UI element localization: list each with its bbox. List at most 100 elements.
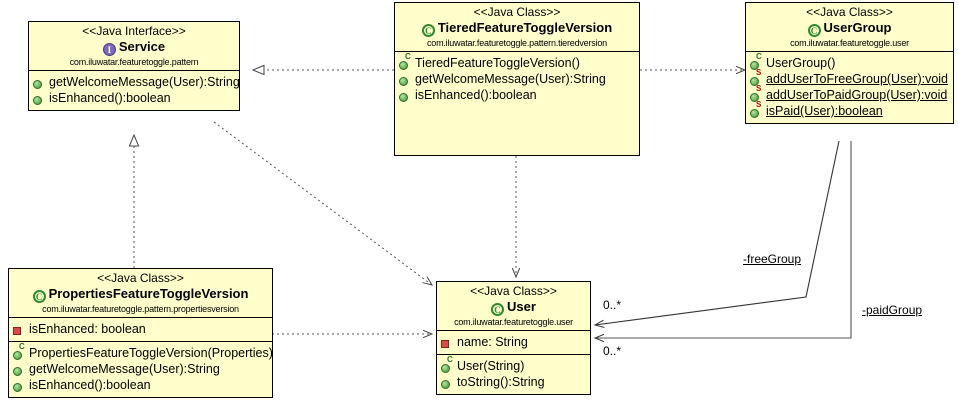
method-row[interactable]: isEnhanced():boolean (399, 87, 635, 103)
field-row[interactable]: name: String (441, 334, 586, 350)
method-icon (13, 366, 22, 376)
method-label: User(String) (457, 359, 525, 374)
edge-label-multiplicity-paid: 0..* (603, 344, 622, 358)
constructor-badge: C (405, 51, 411, 61)
method-icon-wrap (33, 76, 47, 89)
method-label: isEnhanced():boolean (415, 88, 537, 103)
method-label: isPaid(User):boolean (766, 104, 883, 119)
class-stereotype: <<Java Class>> (806, 5, 893, 19)
edge-usergroup-paidgroup-user (595, 141, 852, 338)
method-row[interactable]: getWelcomeMessage(User):String (33, 74, 240, 90)
method-icon (13, 382, 22, 392)
method-label: UserGroup() (766, 56, 836, 71)
field-icon-wrap (441, 336, 455, 349)
method-row[interactable]: getWelcomeMessage(User):String (13, 361, 268, 377)
edge-usergroup-freegroup-user (595, 140, 840, 325)
method-icon (399, 92, 408, 102)
method-icon-wrap (399, 73, 413, 86)
method-row[interactable]: C TieredFeatureToggleVersion() (399, 52, 635, 71)
fields-compartment-properties: isEnhanced: boolean (9, 318, 272, 341)
method-icon-wrap: C (399, 52, 413, 70)
edge-label-paid-group: -paidGroup (862, 303, 923, 317)
interface-icon: I (102, 42, 116, 56)
method-row[interactable]: C PropertiesFeatureToggleVersion(Propert… (13, 342, 273, 361)
compartment-divider (29, 70, 239, 72)
fields-compartment-user: name: String (437, 331, 590, 354)
method-icon-wrap: C (441, 355, 455, 373)
static-badge: S (756, 83, 762, 93)
class-package: com.iluwatar.featuretoggle.pattern (69, 56, 199, 67)
method-label: PropertiesFeatureToggleVersion(Propertie… (29, 346, 273, 361)
class-icon: C (491, 302, 505, 316)
method-icon (441, 363, 450, 373)
class-package: com.iluwatar.featuretoggle.pattern.prope… (42, 303, 239, 314)
field-row[interactable]: isEnhanced: boolean (13, 321, 268, 337)
class-stereotype: <<Java Interface>> (82, 24, 186, 38)
method-icon (750, 108, 759, 118)
method-label: isEnhanced():boolean (29, 378, 151, 393)
class-icon: C (32, 289, 46, 303)
method-row[interactable]: isEnhanced():boolean (13, 377, 268, 393)
method-label: isEnhanced():boolean (49, 91, 171, 106)
private-field-icon (13, 326, 21, 335)
constructor-badge: C (19, 341, 25, 351)
method-label: getWelcomeMessage(User):String (29, 362, 220, 377)
class-package: com.iluwatar.featuretoggle.user (790, 37, 909, 48)
method-icon-wrap: C (13, 342, 27, 360)
class-icon: C (421, 23, 435, 37)
method-row[interactable]: C User(String) (441, 355, 586, 374)
method-icon (441, 379, 450, 389)
methods-compartment-service: getWelcomeMessage(User):String isEnhance… (29, 71, 240, 110)
class-package: com.iluwatar.featuretoggle.user (454, 316, 573, 327)
method-row[interactable]: toString():String (441, 374, 586, 390)
method-row[interactable]: isEnhanced():boolean (33, 90, 235, 106)
method-icon-wrap: S (750, 84, 764, 102)
static-badge: S (756, 67, 762, 77)
method-row[interactable]: C UserGroup() (750, 52, 949, 71)
edge-label-free-group: -freeGroup (743, 252, 802, 266)
class-name: Service (118, 38, 166, 54)
compartment-divider (9, 317, 272, 319)
method-icon-wrap (13, 379, 27, 392)
method-icon (399, 60, 408, 70)
methods-compartment-properties: C PropertiesFeatureToggleVersion(Propert… (9, 342, 273, 397)
method-icon (33, 95, 42, 105)
method-icon-wrap (399, 89, 413, 102)
constructor-badge: C (756, 51, 762, 61)
method-icon-wrap: C (750, 52, 764, 70)
methods-compartment-user: C User(String) toString():String (437, 355, 590, 394)
methods-compartment-tiered: C TieredFeatureToggleVersion() getWelcom… (395, 52, 639, 107)
method-row[interactable]: getWelcomeMessage(User):String (399, 71, 635, 87)
method-icon (399, 76, 408, 86)
private-field-icon (441, 339, 449, 348)
method-icon (750, 92, 759, 102)
method-row[interactable]: S isPaid(User):boolean (750, 100, 949, 119)
compartment-divider (437, 330, 590, 332)
compartment-divider (9, 341, 272, 343)
method-row[interactable]: S addUserToFreeGroup(User):void (750, 67, 949, 87)
method-label: getWelcomeMessage(User):String (415, 72, 606, 87)
method-label: toString():String (457, 375, 545, 390)
method-row[interactable]: S addUserToPaidGroup(User):void (750, 84, 949, 103)
field-label: isEnhanced: boolean (29, 322, 146, 337)
class-name: PropertiesFeatureToggleVersion (48, 285, 249, 301)
class-icon: C (807, 23, 821, 37)
constructor-badge: C (447, 354, 453, 364)
class-stereotype: <<Java Class>> (470, 284, 557, 298)
method-icon (750, 60, 759, 70)
method-label: TieredFeatureToggleVersion() (415, 56, 580, 71)
